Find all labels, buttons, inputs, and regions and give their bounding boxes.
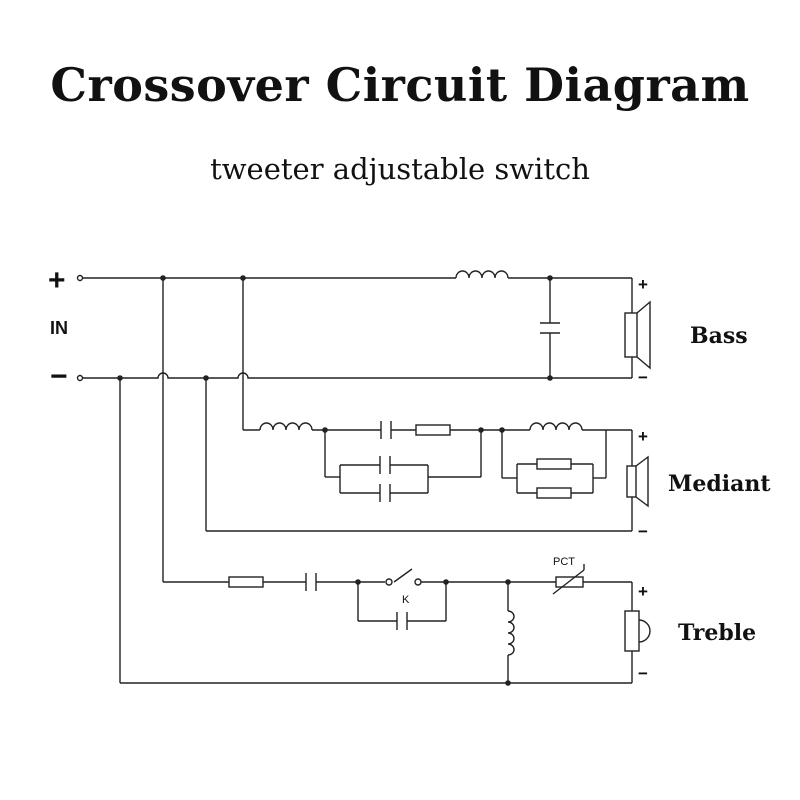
positive-rail	[83, 270, 632, 279]
bass-plus-label: +	[638, 275, 648, 294]
bass-label: Bass	[690, 323, 748, 349]
mediant-minus-label: −	[638, 522, 648, 541]
negative-rail	[83, 372, 632, 379]
bass-capacitor	[540, 278, 560, 378]
switch-contact-left	[385, 578, 393, 586]
treble-minus-label: −	[638, 664, 648, 683]
mediant-label: Mediant	[668, 471, 771, 497]
input-plus-label: +	[48, 264, 66, 297]
mediant-network	[205, 278, 633, 532]
ptc-label: PCT	[553, 556, 575, 568]
input-label: IN	[50, 318, 68, 338]
diagram-subtitle: tweeter adjustable switch	[210, 152, 590, 186]
input-minus-terminal	[76, 374, 84, 382]
treble-plus-label: +	[638, 582, 648, 601]
treble-label: Treble	[678, 620, 756, 646]
switch-label: K	[402, 594, 410, 606]
input-minus-label: −	[50, 360, 68, 393]
diagram-title: Crossover Circuit Diagram	[50, 58, 750, 112]
switch-contact-right	[414, 578, 422, 586]
treble-speaker-icon	[624, 610, 651, 652]
bass-speaker-icon	[624, 300, 651, 370]
input-plus-terminal	[76, 274, 84, 282]
mediant-speaker-icon	[626, 455, 649, 508]
mediant-plus-label: +	[638, 427, 648, 446]
treble-network	[119, 278, 633, 684]
bass-minus-label: −	[638, 368, 648, 387]
